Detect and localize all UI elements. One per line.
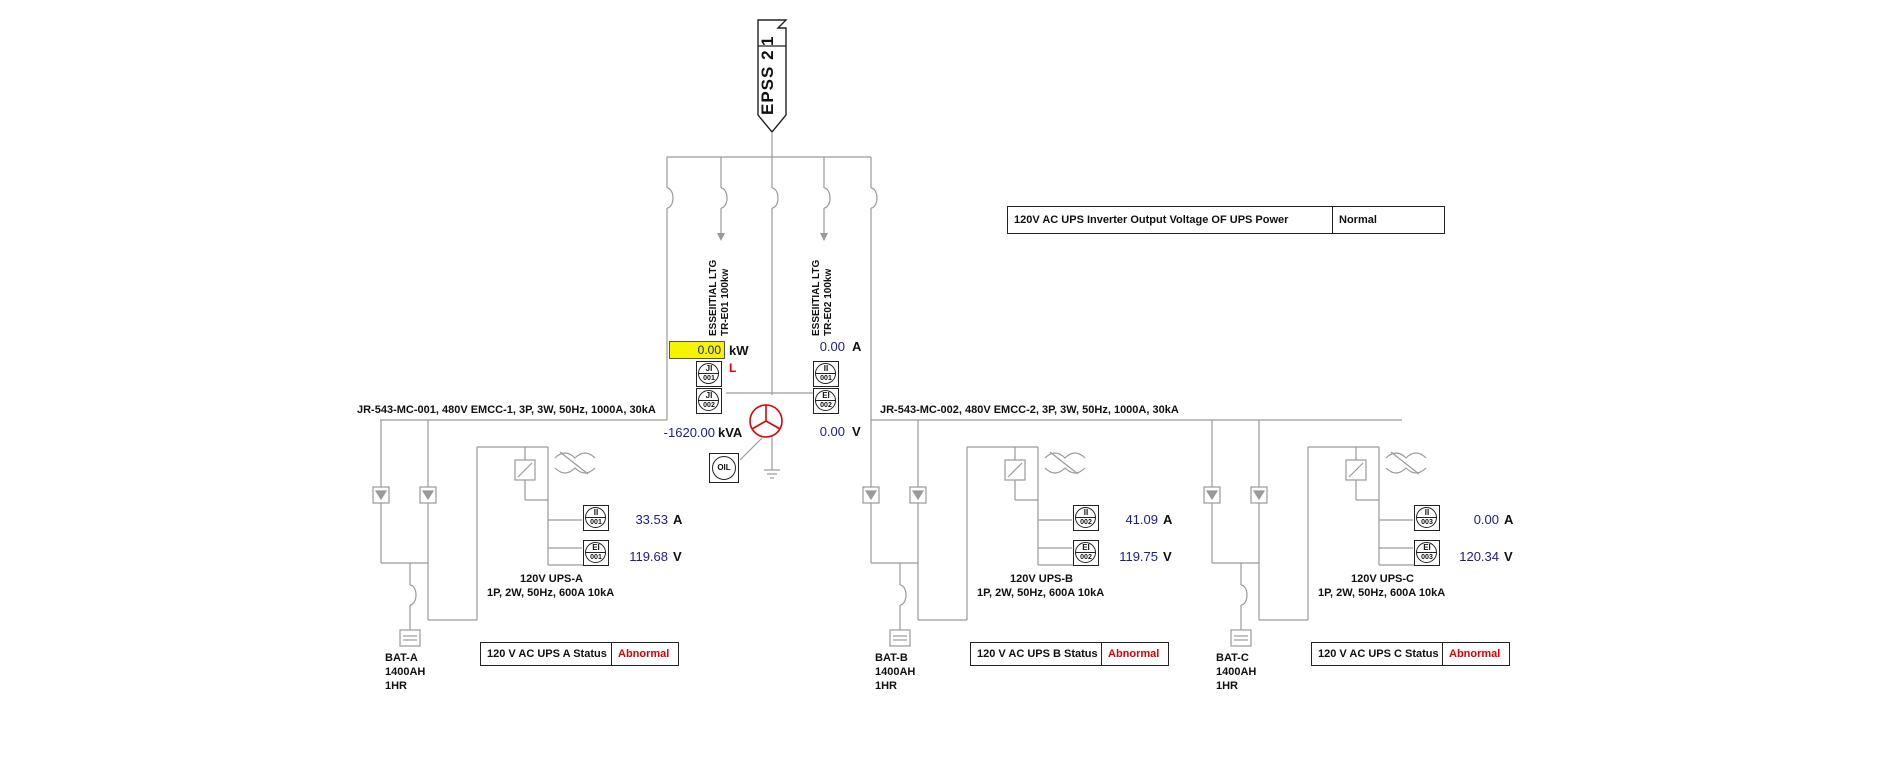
ups-2-wiring — [1203, 420, 1427, 647]
ei-meter-002[interactable]: EI 002 — [813, 388, 839, 414]
oil-icon: OIL — [712, 456, 736, 480]
ups-status-value: Abnormal — [618, 648, 670, 660]
meter-type: EI — [592, 543, 600, 552]
feeder-right-line1: ESSEIITIAL LTG — [811, 259, 822, 336]
ups-volt-value: 119.75 — [1119, 549, 1158, 564]
ups-name: 120V UPS-B — [1010, 573, 1073, 585]
battery-name: BAT-C — [1216, 652, 1249, 664]
battery-capacity: 1400AH — [1216, 666, 1257, 678]
meter-number: 001 — [590, 519, 602, 526]
oil-sensor[interactable]: OIL — [709, 453, 739, 483]
ei-meter-ups-2[interactable]: EI 003 — [1414, 540, 1440, 566]
meter-type: EI — [1082, 543, 1090, 552]
meter-type: JI — [705, 364, 713, 373]
battery-icon — [1230, 629, 1252, 647]
ups-status-label: 120 V AC UPS B Status — [971, 643, 1102, 665]
bus-label-left: JR-543-MC-001, 480V EMCC-1, 3P, 3W, 50Hz… — [357, 404, 656, 416]
ups-volt-unit: V — [1504, 549, 1513, 564]
ups-status-panel[interactable]: 120 V AC UPS C Status Abnormal — [1311, 642, 1510, 666]
meter-number: 002 — [1080, 554, 1092, 561]
bus-label-right: JR-543-MC-002, 480V EMCC-2, 3P, 3W, 50Hz… — [880, 404, 1179, 416]
ups-amp-unit: A — [673, 512, 683, 527]
ups-amp-value: 41.09 — [1125, 512, 1158, 527]
ups-volt-value: 120.34 — [1459, 549, 1499, 564]
meter-number: 001 — [590, 554, 602, 561]
ji-meter-001[interactable]: JI 001 — [696, 361, 722, 387]
ups-status-panel[interactable]: 120 V AC UPS B Status Abnormal — [970, 642, 1169, 666]
battery-duration: 1HR — [385, 680, 408, 692]
battery-capacity: 1400AH — [875, 666, 916, 678]
meter-type: JI — [705, 391, 713, 400]
ups-volt-value: 119.68 — [629, 549, 668, 564]
feeder-left-line1: ESSEIITIAL LTG — [708, 259, 719, 336]
battery-icon — [399, 629, 421, 647]
meter-number: 002 — [820, 402, 832, 409]
meter-number: 003 — [1421, 554, 1433, 561]
ups-volt-unit: V — [1163, 549, 1172, 564]
battery-icon — [889, 629, 911, 647]
main-volt-unit: V — [852, 424, 861, 439]
ei-meter-ups-0[interactable]: EI 001 — [583, 540, 609, 566]
ups-amp-value: 33.53 — [635, 512, 668, 527]
meter-type: EI — [1423, 543, 1431, 552]
battery-capacity: 1400AH — [385, 666, 426, 678]
kw-unit: kW — [729, 343, 749, 358]
battery-name: BAT-B — [875, 652, 908, 664]
ups-status-label: 120 V AC UPS A Status — [481, 643, 612, 665]
inverter-status-value: Normal — [1339, 214, 1377, 226]
ei-meter-ups-1[interactable]: EI 002 — [1073, 540, 1099, 566]
ii-meter-ups-1[interactable]: II 002 — [1073, 505, 1099, 531]
source-name: EPSS — [758, 65, 777, 115]
ups-status-value: Abnormal — [1108, 648, 1160, 660]
ups-spec: 1P, 2W, 50Hz, 600A 10kA — [1318, 587, 1446, 599]
ups-spec: 1P, 2W, 50Hz, 600A 10kA — [977, 587, 1105, 599]
local-flag: L — [729, 361, 737, 375]
source-number-a: 1 — [758, 36, 777, 46]
main-volt-value: 0.00 — [819, 424, 845, 439]
meter-type: II — [1083, 508, 1089, 517]
meter-type: II — [823, 364, 829, 373]
ups-status-label: 120 V AC UPS C Status — [1312, 643, 1443, 665]
ii-meter-ups-2[interactable]: II 003 — [1414, 505, 1440, 531]
battery-duration: 1HR — [875, 680, 898, 692]
feeder-left-line2: TR-E01 100kw — [720, 268, 731, 336]
meter-number: 002 — [703, 402, 715, 409]
ups-1-wiring — [862, 420, 1086, 647]
meter-number: 001 — [820, 375, 832, 382]
ups-amp-unit: A — [1504, 512, 1514, 527]
meter-number: 002 — [1080, 519, 1092, 526]
ups-name: 120V UPS-C — [1351, 573, 1414, 585]
kva-unit: kVA — [718, 425, 743, 440]
ups-amp-unit: A — [1163, 512, 1173, 527]
inverter-status-panel[interactable]: 120V AC UPS Inverter Output Voltage OF U… — [1007, 206, 1445, 234]
ups-volt-unit: V — [673, 549, 682, 564]
ups-0-wiring — [372, 420, 596, 647]
inverter-status-label: 120V AC UPS Inverter Output Voltage OF U… — [1008, 207, 1333, 233]
battery-duration: 1HR — [1216, 680, 1239, 692]
ji-meter-002[interactable]: JI 002 — [696, 388, 722, 414]
ups-status-panel[interactable]: 120 V AC UPS A Status Abnormal — [480, 642, 679, 666]
meter-type: II — [593, 508, 599, 517]
source-label: EPSS 2 — [758, 49, 778, 115]
ii-meter-001[interactable]: II 001 — [813, 361, 839, 387]
meter-type: EI — [822, 391, 830, 400]
ups-spec: 1P, 2W, 50Hz, 600A 10kA — [487, 587, 615, 599]
meter-number: 001 — [703, 375, 715, 382]
meter-type: II — [1424, 508, 1430, 517]
ups-status-value: Abnormal — [1449, 648, 1501, 660]
main-amp-unit: A — [852, 339, 862, 354]
source-number-b: 2 — [758, 49, 777, 60]
ups-amp-value: 0.00 — [1473, 512, 1499, 527]
kw-readout[interactable]: 0.00 — [669, 341, 725, 359]
ii-meter-ups-0[interactable]: II 001 — [583, 505, 609, 531]
battery-name: BAT-A — [385, 652, 418, 664]
meter-number: 003 — [1421, 519, 1433, 526]
kva-value: -1620.00 — [663, 425, 715, 440]
ups-name: 120V UPS-A — [520, 573, 583, 585]
feeder-right-line2: TR-E02 100kw — [823, 268, 834, 336]
main-amp-value: 0.00 — [819, 339, 845, 354]
